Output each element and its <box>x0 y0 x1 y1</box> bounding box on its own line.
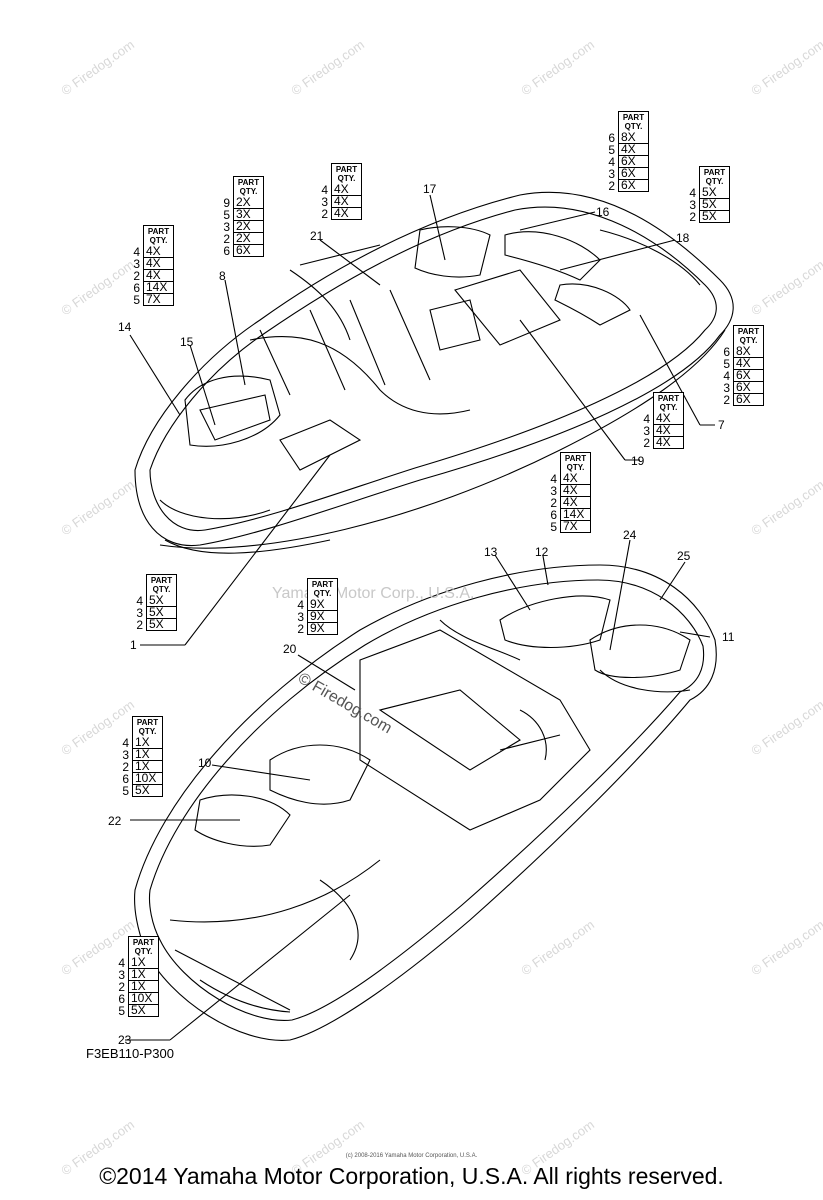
callout-20: 20 <box>283 642 297 656</box>
callout-23: 23 <box>118 1033 132 1047</box>
callout-16: 16 <box>596 205 610 219</box>
leader-lines <box>125 194 715 1041</box>
callout-24: 24 <box>623 528 637 542</box>
callout-13: 13 <box>484 545 498 559</box>
copyright-footer: ©2014 Yamaha Motor Corporation, U.S.A. A… <box>99 1163 724 1189</box>
bottom-boat-hull <box>134 564 717 1041</box>
callout-11: 11 <box>722 630 735 644</box>
callout-8: 8 <box>219 269 226 283</box>
callout-7: 7 <box>718 418 725 432</box>
callout-12: 12 <box>535 545 549 559</box>
callout-15: 15 <box>180 335 194 349</box>
callout-22: 22 <box>108 814 122 828</box>
fine-print: (c) 2008-2016 Yamaha Motor Corporation, … <box>345 1153 478 1159</box>
callout-18: 18 <box>676 231 690 245</box>
callout-19: 19 <box>631 454 645 468</box>
callout-21: 21 <box>310 229 324 243</box>
callout-10: 10 <box>198 756 212 770</box>
callout-1: 1 <box>130 638 137 652</box>
callout-14: 14 <box>118 320 132 334</box>
callout-17: 17 <box>423 182 437 196</box>
drawing-code: F3EB110-P300 <box>86 1046 174 1061</box>
callout-25: 25 <box>677 549 691 563</box>
